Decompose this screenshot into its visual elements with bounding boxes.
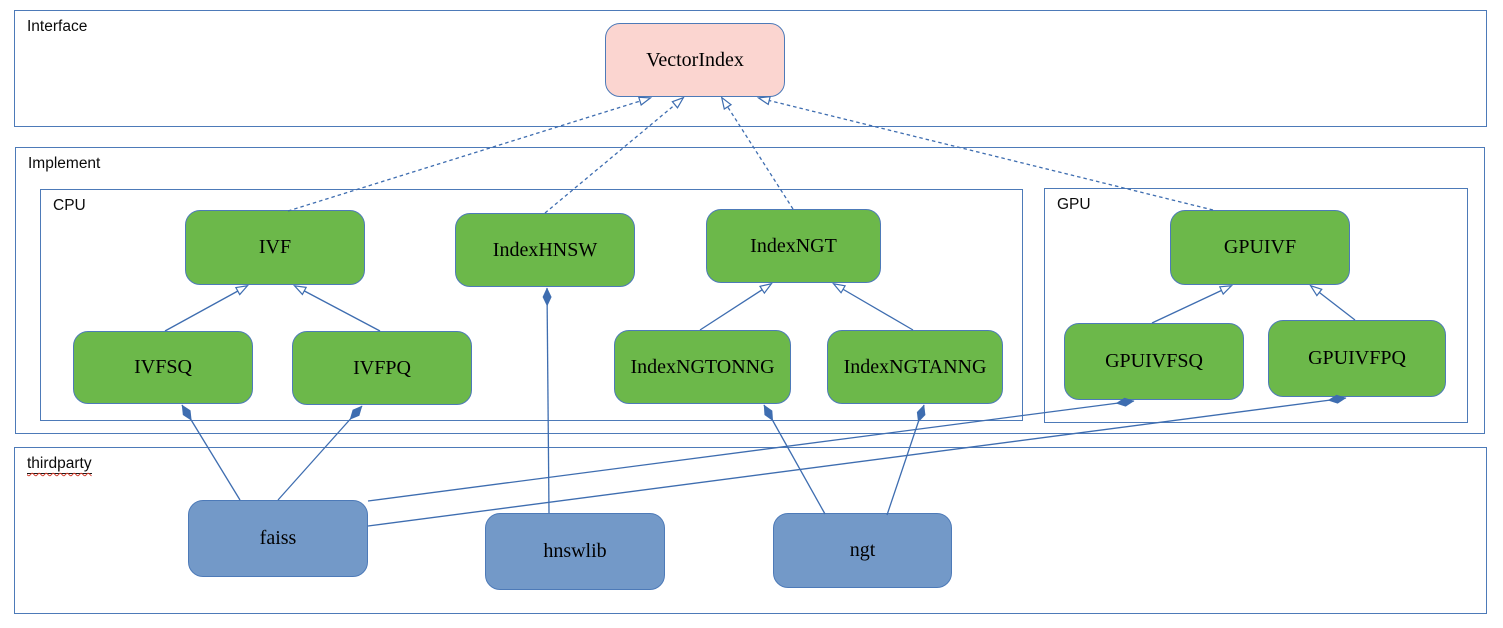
node-label-indexngt: IndexNGT [750, 234, 837, 257]
node-label-faiss: faiss [259, 527, 297, 549]
node-label-indexhnsw: IndexHNSW [492, 238, 598, 261]
node-label-hnswlib: hnswlib [543, 540, 607, 562]
node-indexhnsw: IndexHNSW [455, 213, 635, 287]
node-gpuivfsq: GPUIVFSQ [1064, 323, 1244, 400]
node-hnswlib: hnswlib [485, 513, 665, 590]
node-vectorindex: VectorIndex [605, 23, 785, 97]
node-label-ivf: IVF [258, 236, 292, 258]
node-label-vectorindex: VectorIndex [646, 48, 744, 71]
node-label-ivfsq: IVFSQ [134, 356, 192, 378]
container-label-interface: Interface [27, 18, 88, 35]
node-label-ngt: ngt [849, 539, 876, 561]
container-label-thirdparty: thirdparty [27, 455, 92, 474]
node-faiss: faiss [188, 500, 368, 577]
node-label-indexngtanng: IndexNGTANNG [843, 355, 987, 378]
container-label-cpu: CPU [53, 197, 86, 214]
node-label-gpuivfsq: GPUIVFSQ [1105, 350, 1203, 372]
node-indexngtonng: IndexNGTONNG [614, 330, 791, 404]
node-ivfsq: IVFSQ [73, 331, 253, 404]
node-ngt: ngt [773, 513, 952, 588]
node-label-gpuivf: GPUIVF [1223, 236, 1297, 258]
node-ivfpq: IVFPQ [292, 331, 472, 405]
node-indexngt: IndexNGT [706, 209, 881, 283]
node-label-ivfpq: IVFPQ [353, 356, 411, 379]
node-gpuivf: GPUIVF [1170, 210, 1350, 285]
container-label-gpu: GPU [1057, 196, 1091, 213]
node-label-gpuivfpq: GPUIVFPQ [1308, 347, 1406, 369]
container-label-implement: Implement [28, 155, 101, 172]
node-indexngtanng: IndexNGTANNG [827, 330, 1003, 404]
node-gpuivfpq: GPUIVFPQ [1268, 320, 1446, 397]
node-ivf: IVF [185, 210, 365, 285]
node-label-indexngtonng: IndexNGTONNG [630, 355, 775, 378]
